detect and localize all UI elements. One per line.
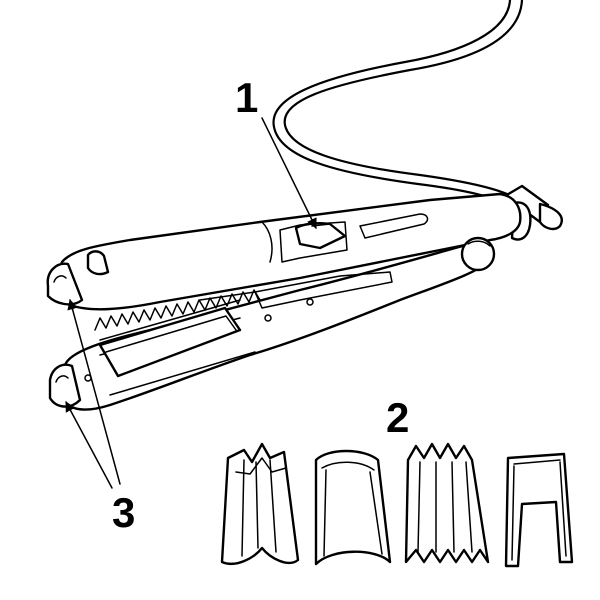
upper-bump [86, 250, 110, 276]
label-1: 1 [235, 74, 258, 121]
upper-arm [46, 192, 522, 311]
hinge-knob [460, 236, 496, 272]
callout-3: 3 [65, 298, 135, 536]
upper-tip-button [46, 262, 84, 306]
upper-plate [199, 271, 393, 309]
attachment-smooth [314, 449, 392, 566]
callout-1: 1 [235, 74, 317, 229]
attachment-flat [504, 452, 574, 568]
power-switch[interactable] [294, 222, 347, 250]
lower-plate [98, 306, 242, 378]
attachment-crimp [220, 442, 300, 565]
leader-1 [261, 117, 317, 229]
leader-3b [65, 401, 113, 489]
label-2: 2 [386, 394, 409, 441]
attachment-zigzag [404, 442, 490, 564]
label-3: 3 [112, 489, 135, 536]
leader-3a [67, 298, 121, 485]
lower-tip-button [48, 363, 82, 408]
lower-arm [48, 242, 492, 411]
power-cord [272, 0, 524, 210]
crimp-teeth [94, 289, 261, 341]
